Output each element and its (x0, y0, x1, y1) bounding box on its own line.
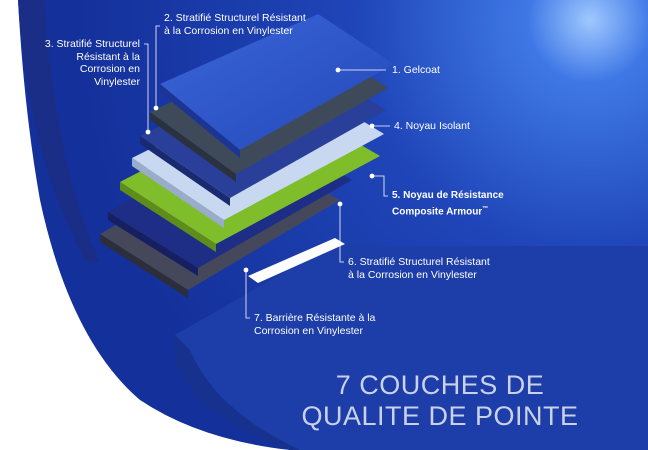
label-2: 2. Stratifié Structurel Résistant à la C… (164, 12, 306, 37)
headline: 7 COUCHES DE QUALITE DE POINTE (301, 370, 579, 431)
bottom-slab (175, 246, 648, 450)
label-5-text: 5. Noyau de Résistance Composite Armour (392, 190, 504, 217)
leader-lines (144, 25, 390, 319)
trademark-mark: ™ (482, 205, 489, 212)
label-5: 5. Noyau de Résistance Composite Armour™ (392, 190, 504, 218)
layer-1 (160, 14, 394, 150)
leader-dots (145, 67, 375, 273)
label-1: 1. Gelcoat (392, 64, 440, 76)
bottom-slab-edge (175, 335, 300, 450)
label-4: 4. Noyau Isolant (394, 120, 470, 132)
label-6: 6. Stratifié Structurel Résistant à la C… (348, 256, 490, 281)
label-7: 7. Barrière Résistante à la Corrosion en… (254, 312, 376, 337)
curved-edge (18, 0, 100, 262)
label-3: 3. Stratifié Structurel Résistant à la C… (44, 38, 140, 88)
cutaway-gap (248, 238, 345, 283)
